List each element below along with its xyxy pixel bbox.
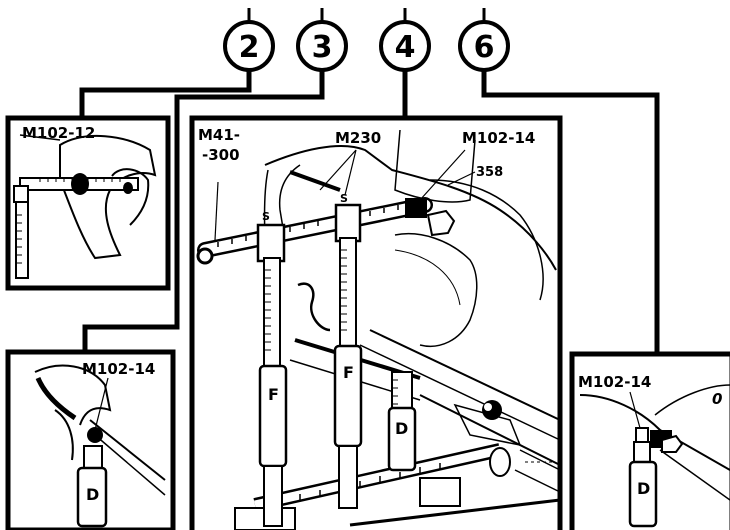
callout-4-number: 4 [395, 30, 416, 65]
leader-2 [79, 70, 252, 118]
label-m102-12: M102-12 [22, 124, 95, 142]
inset-right: D M102-14 0 [569, 351, 730, 530]
callout-6-number: 6 [474, 30, 495, 65]
callout-4: 4 [379, 8, 431, 72]
label-gauge-d-main: D [395, 419, 408, 438]
label-m41-b: -300 [202, 146, 240, 164]
label-m102-14-right: M102-14 [578, 373, 651, 391]
leader-3 [82, 70, 325, 352]
inset-bottom-left: D M102-14 [5, 349, 176, 530]
label-m102-14-main: M102-14 [462, 129, 535, 147]
label-gauge-d-right: D [637, 479, 650, 498]
callout-3: 3 [296, 8, 348, 72]
label-gauge-f-middle: F [343, 363, 354, 382]
callout-3-number: 3 [312, 30, 333, 65]
leader-lines [79, 70, 660, 354]
label-358: 358 [476, 165, 503, 180]
callout-2: 2 [223, 8, 275, 72]
label-gauge-s-middle: S [340, 192, 348, 205]
leader-6 [481, 70, 660, 354]
callout-6: 6 [458, 8, 510, 72]
callout-2-number: 2 [239, 30, 260, 65]
label-m41-a: M41- [198, 126, 240, 144]
label-gauge-s-left: S [262, 210, 270, 223]
inset-main: F S F S D M41- -300 M230 M102-14 358 [189, 115, 563, 530]
label-o-right: 0 [712, 390, 722, 408]
label-gauge-d-bottom-left: D [86, 485, 99, 504]
label-m230: M230 [335, 129, 381, 147]
label-gauge-f-left: F [268, 385, 279, 404]
label-m102-14-bottom-left: M102-14 [82, 360, 155, 378]
inset-top-left: M102-12 [5, 115, 171, 291]
